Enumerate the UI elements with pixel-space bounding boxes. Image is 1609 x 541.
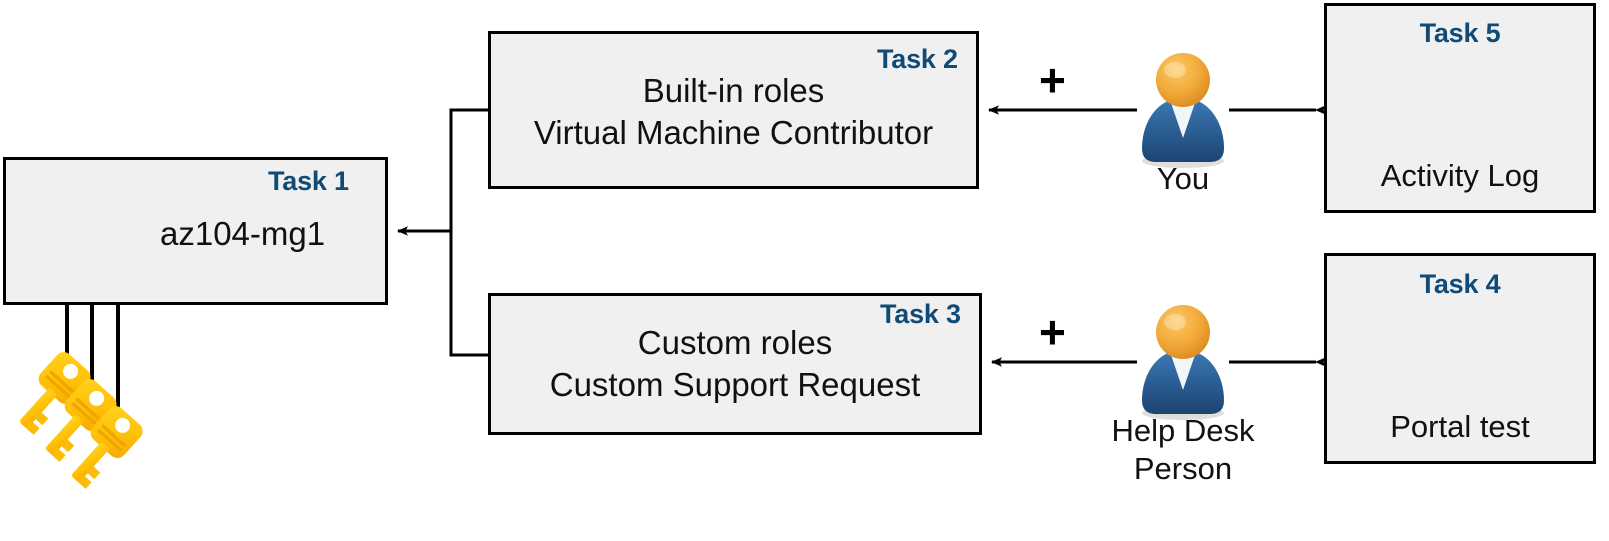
plus-operator-top: + [1039,54,1066,106]
task2-box[interactable] [488,31,979,189]
actor-you-label: You [1156,161,1210,196]
task2-line2: Virtual Machine Contributor [533,114,934,151]
task2-line1: Built-in roles [642,72,825,109]
task1-box[interactable] [3,157,388,305]
actor-helpdesk-label-line2: Person [1133,451,1233,486]
task2-label: Task 2 [877,44,958,74]
task5-box[interactable] [1324,3,1596,213]
plus-operator-bottom: + [1039,306,1066,358]
task4-caption: Portal test [1390,409,1530,444]
bracket-connector-to-task1 [397,108,488,357]
task1-name: az104-mg1 [160,215,326,252]
three-keys-icon [19,352,143,489]
task1-label: Task 1 [268,166,349,196]
user-person-icon-you [1142,53,1224,168]
task3-line2: Custom Support Request [549,366,921,403]
task4-label: Task 4 [1419,269,1501,299]
actor-helpdesk-label-line1: Help Desk [1111,413,1255,448]
user-person-icon-helpdesk [1142,305,1224,420]
task3-box[interactable] [488,293,982,435]
task5-label: Task 5 [1419,18,1501,48]
task3-label: Task 3 [880,299,961,329]
task3-line1: Custom roles [637,324,833,361]
task4-box[interactable] [1324,253,1596,464]
task5-caption: Activity Log [1380,158,1540,193]
